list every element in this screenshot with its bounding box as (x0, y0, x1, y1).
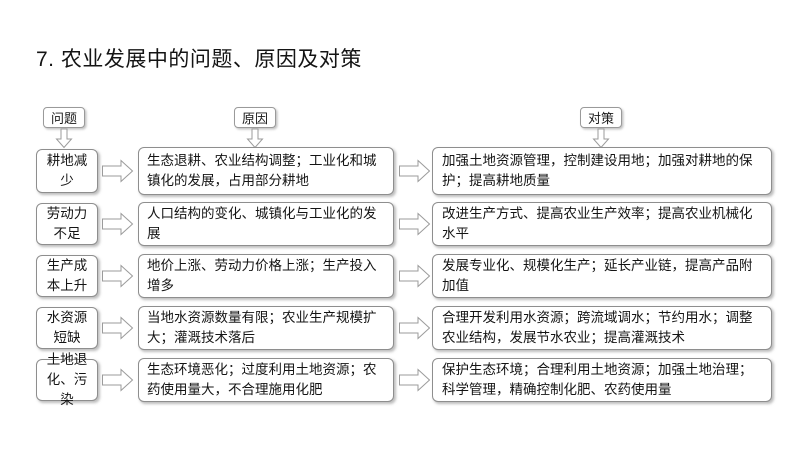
cause-text: 当地水资源数量有限；农业生产规模扩大；灌溉技术落后 (147, 310, 377, 345)
arrow-right-icon (399, 316, 431, 340)
arrow-right-icon (102, 316, 134, 340)
cause-text: 人口结构的变化、城镇化与工业化的发展 (147, 206, 377, 241)
measure-text: 保护生态环境；合理利用土地资源；加强土地治理；科学管理，精确控制化肥、农药使用量 (442, 362, 753, 397)
cause-box: 生态环境恶化；过度利用土地资源；农药使用量大，不合理施用化肥 (138, 358, 394, 402)
measure-box: 改进生产方式、提高农业生产效率；提高农业机械化水平 (432, 202, 772, 246)
arrow-down-icon (592, 128, 610, 149)
arrow-right-icon (102, 264, 134, 288)
cause-box: 生态退耕、农业结构调整；工业化和城镇化的发展，占用部分耕地 (138, 147, 394, 195)
cause-box: 人口结构的变化、城镇化与工业化的发展 (138, 202, 394, 246)
measure-text: 改进生产方式、提高农业生产效率；提高农业机械化水平 (442, 206, 753, 241)
arrow-right-icon (102, 368, 134, 392)
measure-box: 保护生态环境；合理利用土地资源；加强土地治理；科学管理，精确控制化肥、农药使用量 (432, 358, 772, 402)
arrow-right-icon (102, 159, 134, 183)
problem-box: 劳动力不足 (36, 203, 98, 245)
problem-text: 耕地减少 (46, 153, 88, 188)
arrow-right-icon (399, 368, 431, 392)
measure-box: 合理开发利用水资源；跨流域调水；节约用水；调整农业结构，发展节水农业；提高灌溉技… (432, 306, 772, 350)
column-header-problem: 问题 (43, 107, 86, 128)
problem-box: 生产成本上升 (36, 255, 98, 297)
column-header-cause: 原因 (234, 107, 277, 128)
problem-text: 生产成本上升 (46, 258, 88, 293)
problem-box: 水资源短缺 (36, 307, 98, 349)
cause-text: 地价上涨、劳动力价格上涨；生产投入增多 (147, 258, 377, 293)
problem-text: 土地退化、污染 (46, 352, 88, 407)
column-header-measure: 对策 (580, 107, 623, 128)
measure-box: 发展专业化、规模化生产；延长产业链，提高产品附加值 (432, 254, 772, 298)
measure-text: 发展专业化、规模化生产；延长产业链，提高产品附加值 (442, 258, 753, 293)
arrow-right-icon (399, 264, 431, 288)
measure-box: 加强土地资源管理，控制建设用地；加强对耕地的保护；提高耕地质量 (432, 147, 772, 195)
cause-text: 生态退耕、农业结构调整；工业化和城镇化的发展，占用部分耕地 (147, 153, 377, 188)
measure-text: 加强土地资源管理，控制建设用地；加强对耕地的保护；提高耕地质量 (442, 153, 753, 188)
arrow-down-icon (246, 128, 264, 149)
problem-text: 劳动力不足 (46, 206, 88, 241)
arrow-right-icon (399, 212, 431, 236)
page-title: 7. 农业发展中的问题、原因及对策 (36, 48, 362, 71)
problem-text: 水资源短缺 (46, 310, 88, 345)
cause-box: 当地水资源数量有限；农业生产规模扩大；灌溉技术落后 (138, 306, 394, 350)
cause-text: 生态环境恶化；过度利用土地资源；农药使用量大，不合理施用化肥 (147, 362, 377, 397)
arrow-down-icon (55, 128, 73, 149)
arrow-right-icon (399, 159, 431, 183)
arrow-right-icon (102, 212, 134, 236)
problem-box: 土地退化、污染 (36, 352, 98, 407)
cause-box: 地价上涨、劳动力价格上涨；生产投入增多 (138, 254, 394, 298)
measure-text: 合理开发利用水资源；跨流域调水；节约用水；调整农业结构，发展节水农业；提高灌溉技… (442, 310, 753, 345)
problem-box: 耕地减少 (36, 149, 98, 193)
